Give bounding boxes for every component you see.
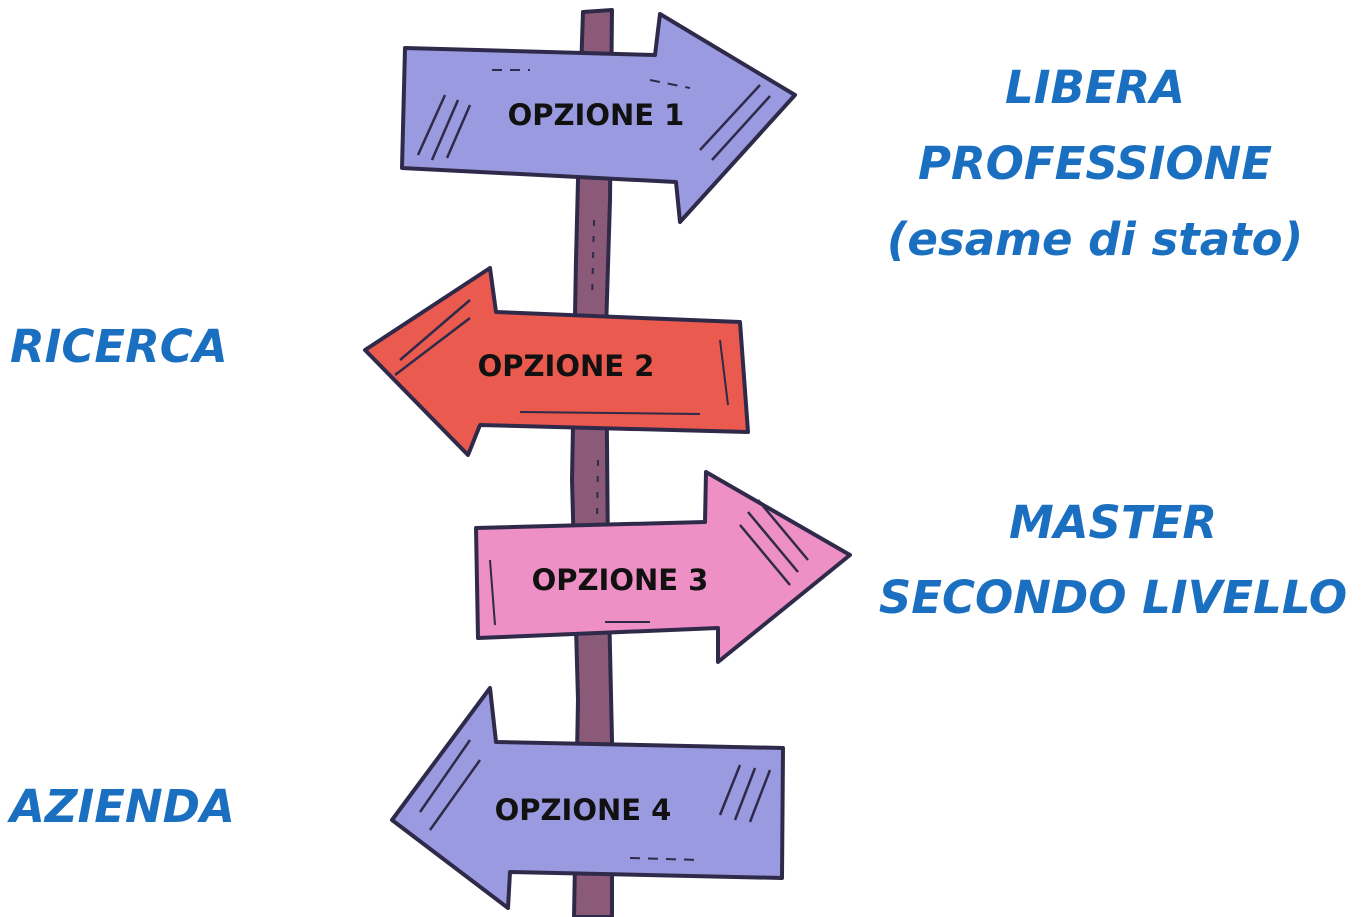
destination-option-1-line-2: PROFESSIONE bbox=[918, 137, 1272, 190]
arrow-option-2: OPZIONE 2 bbox=[363, 266, 750, 457]
arrow-option-3-label: OPZIONE 3 bbox=[532, 563, 709, 597]
destination-option-1-line-3: (esame di stato) bbox=[886, 213, 1304, 266]
arrow-option-2-label: OPZIONE 2 bbox=[478, 349, 655, 383]
arrow-option-1-label: OPZIONE 1 bbox=[508, 98, 685, 132]
destination-option-1: LIBERA PROFESSIONE (esame di stato) bbox=[860, 50, 1330, 278]
arrow-option-4: OPZIONE 4 bbox=[390, 686, 785, 910]
destination-option-4-line-1: AZIENDA bbox=[10, 780, 235, 833]
destination-option-2: RICERCA bbox=[10, 315, 270, 379]
destination-option-4: AZIENDA bbox=[10, 775, 270, 839]
arrow-option-4-label: OPZIONE 4 bbox=[495, 793, 672, 827]
destination-option-2-line-1: RICERCA bbox=[10, 320, 228, 373]
destination-option-1-line-1: LIBERA bbox=[1005, 61, 1185, 114]
destination-option-3: MASTER SECONDO LIVELLO bbox=[858, 485, 1368, 635]
arrow-option-3: OPZIONE 3 bbox=[474, 470, 852, 664]
arrow-option-1: OPZIONE 1 bbox=[400, 12, 797, 224]
destination-option-3-line-1: MASTER bbox=[1008, 496, 1218, 549]
destination-option-3-line-2: SECONDO LIVELLO bbox=[878, 571, 1348, 624]
